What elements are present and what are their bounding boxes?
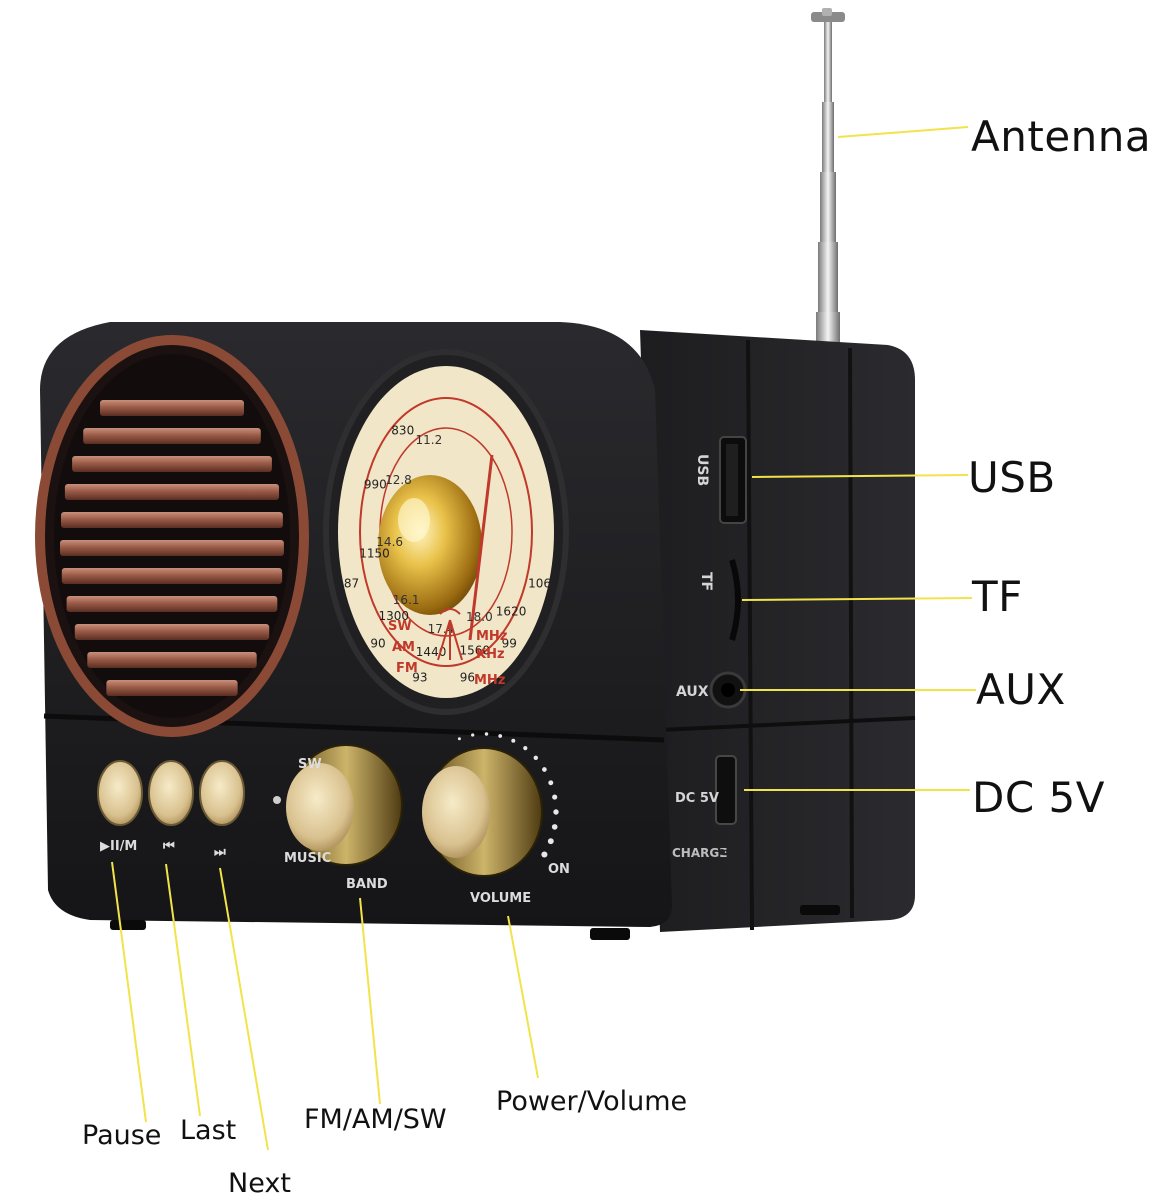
callout-pause: Pause	[82, 1120, 162, 1151]
volume-dot	[548, 780, 554, 786]
grille-bar	[72, 456, 272, 472]
knob-labels: SW MUSIC BAND VOLUME ON	[284, 757, 570, 906]
dc-port	[715, 755, 737, 825]
am-tick-label: 1300	[379, 609, 410, 623]
band-sw: SW	[388, 619, 412, 634]
speaker-grille	[35, 335, 309, 737]
band-markers: SW AM FM MHz KHz MHz	[388, 619, 507, 688]
grille-bar	[100, 400, 244, 416]
grille-bars	[60, 400, 284, 696]
grille-bar	[61, 512, 283, 528]
volume-dot	[498, 734, 503, 738]
volume-dot	[457, 737, 461, 741]
sw-tick-label: 16.1	[393, 593, 420, 607]
aux-jack	[709, 671, 747, 709]
grille-bar	[64, 484, 280, 500]
volume-dot	[523, 746, 528, 751]
callout-last: Last	[180, 1115, 237, 1146]
volume-dot	[484, 732, 489, 736]
charge-led	[719, 849, 725, 855]
unit-mhz-1: MHz	[476, 629, 507, 644]
volume-dot	[553, 809, 559, 815]
volume-scale-dots	[457, 732, 559, 858]
grille-bar	[87, 652, 257, 668]
sw-tick-label: 14.6	[376, 535, 403, 549]
grille-bar	[61, 568, 283, 584]
volume-dot	[533, 755, 539, 761]
volume-dot	[541, 851, 548, 858]
am-tick-label: 830	[391, 423, 414, 437]
music-label: MUSIC	[284, 851, 331, 866]
sw-label: SW	[298, 757, 322, 772]
am-tick-label: 1560	[460, 643, 491, 657]
tuning-dial	[323, 349, 569, 715]
callout-power-volume: Power/Volume	[496, 1086, 688, 1117]
volume-dot	[551, 824, 558, 830]
grille-bar	[60, 540, 284, 556]
tf-slot	[729, 559, 741, 641]
unit-mhz-2: MHz	[474, 673, 505, 688]
am-tick-label: 1150	[359, 547, 390, 561]
fm-tick-label: 90	[370, 637, 385, 651]
band-label: BAND	[346, 877, 388, 892]
play-pause-button[interactable]	[97, 760, 143, 826]
previous-button[interactable]	[148, 760, 194, 826]
sw-tick-label: 18.0	[466, 610, 493, 624]
am-tick-label: 990	[364, 478, 387, 492]
antenna-symbol-icon	[437, 608, 463, 661]
band-am: AM	[392, 640, 415, 655]
fm-tick-label: 99	[502, 637, 517, 651]
fm-tick-label: 87	[344, 576, 359, 590]
grille-bar	[83, 428, 261, 444]
play-mode-label: ▶II/M	[100, 839, 137, 854]
fm-tick-label: 93	[412, 671, 427, 685]
antenna	[811, 8, 845, 362]
sw-tick-label: 12.8	[385, 473, 412, 487]
volume-dot	[547, 838, 554, 845]
callout-next: Next	[228, 1168, 291, 1199]
next-label-icon: ⏭	[214, 845, 226, 860]
am-tick-label: 1620	[496, 605, 527, 619]
charge-label: CHARGE	[672, 846, 727, 860]
callout-usb: USB	[968, 453, 1056, 502]
radio-side	[640, 330, 916, 932]
volume-label: VOLUME	[470, 891, 531, 906]
prev-label-icon: ⏮	[163, 839, 175, 854]
fm-tick-label: 106	[528, 576, 551, 590]
fm-tick-label: 96	[460, 671, 475, 685]
leader-lines	[111, 126, 976, 1151]
volume-dot	[511, 738, 516, 743]
sw-tick-label: 11.2	[416, 433, 443, 447]
next-button[interactable]	[199, 760, 245, 826]
grille-bar	[66, 596, 278, 612]
dc-port-label: DC 5V	[675, 791, 719, 806]
volume-knob[interactable]	[422, 747, 543, 877]
tf-slot-label: TF	[698, 572, 714, 591]
unit-khz: KHz	[476, 647, 505, 662]
usb-port	[719, 436, 747, 524]
callout-dc5v: DC 5V	[972, 773, 1105, 822]
callout-band: FM/AM/SW	[304, 1104, 447, 1135]
volume-dot	[552, 794, 558, 800]
grille-bar	[106, 680, 238, 696]
button-labels: ▶II/M ⏮ ⏭	[100, 839, 226, 860]
usb-port-label: USB	[694, 454, 710, 486]
callout-antenna: Antenna	[971, 112, 1152, 161]
callout-aux: AUX	[976, 665, 1066, 714]
aux-jack-label: AUX	[676, 684, 709, 700]
band-fm: FM	[396, 661, 418, 676]
volume-dot	[542, 767, 547, 772]
band-knob[interactable]	[273, 744, 403, 866]
on-label: ON	[548, 862, 570, 877]
grille-bar	[74, 624, 270, 640]
volume-dot	[471, 733, 475, 737]
callout-tf: TF	[972, 572, 1023, 621]
